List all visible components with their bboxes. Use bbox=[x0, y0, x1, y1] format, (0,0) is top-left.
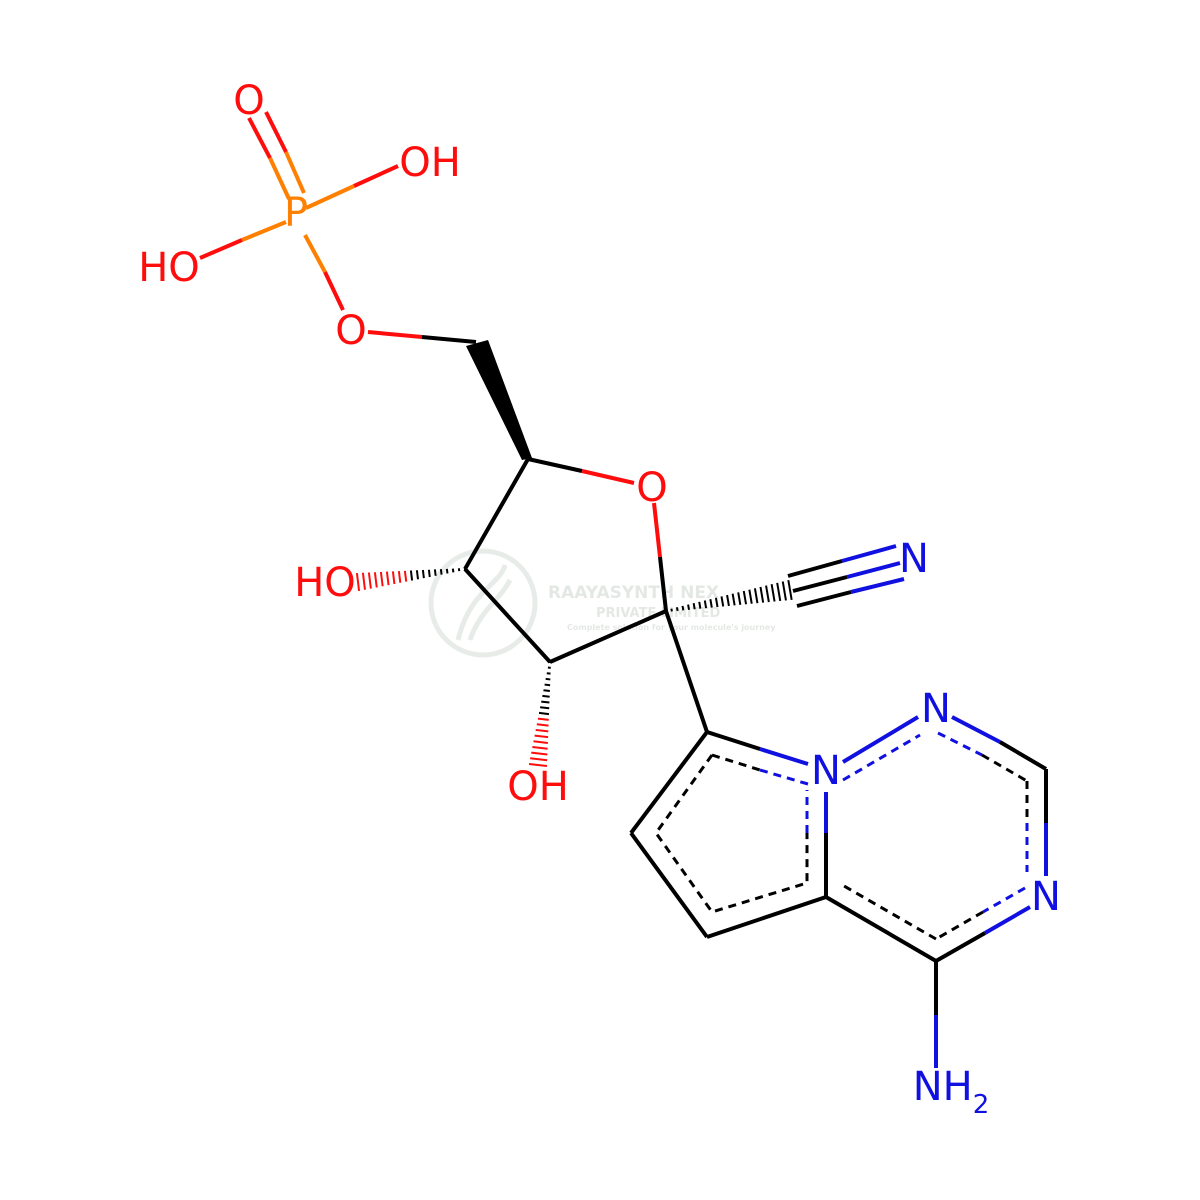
hashed-bond-c3-oh bbox=[373, 572, 378, 588]
hashed-bond-c2-oh bbox=[531, 751, 548, 756]
hashed-bond-c3-oh bbox=[427, 569, 431, 578]
hashed-bond-c1-cn bbox=[709, 598, 713, 608]
atom-labels: O OH P HO O O N HO OH N N N NH2 bbox=[138, 78, 1061, 1120]
hashed-bond-c2-oh bbox=[537, 717, 549, 721]
hashed-bond-c2-oh bbox=[545, 677, 551, 681]
hashed-bond-c1-cn bbox=[742, 590, 748, 605]
triazine-n1-label: N bbox=[921, 686, 951, 732]
hashed-bond-c2-oh bbox=[541, 700, 550, 704]
hashed-bond-c2-oh bbox=[542, 694, 550, 698]
hashed-bond-c3-oh bbox=[433, 569, 437, 576]
amine-nh: NH bbox=[913, 1064, 973, 1110]
amine-label: NH2 bbox=[913, 1064, 990, 1120]
hashed-bond-c2-oh bbox=[544, 683, 551, 687]
hashed-bond-c3-oh bbox=[355, 572, 361, 592]
hashed-bond-c1-cn bbox=[759, 586, 765, 603]
hashed-bond-c1-cn bbox=[753, 588, 759, 604]
hashed-bond-c2-oh bbox=[534, 734, 549, 739]
hashed-bond-c1-cn bbox=[726, 594, 730, 607]
hashed-bond-c3-oh bbox=[445, 568, 449, 574]
phosphate-bonds bbox=[199, 111, 477, 344]
hashed-bond-c1-cn bbox=[703, 600, 708, 609]
nitrile-nitrogen-label: N bbox=[899, 536, 929, 582]
hashed-bond-c1-cn bbox=[692, 603, 696, 610]
hashed-bond-c3-oh bbox=[361, 572, 366, 590]
hashed-bond-c3-oh bbox=[367, 572, 372, 589]
hashed-bond-c3-oh bbox=[397, 570, 402, 583]
hashed-bond-c1-cn bbox=[714, 597, 719, 608]
hashed-bond-c1-cn bbox=[687, 604, 690, 610]
phosphorus-label: P bbox=[284, 190, 308, 236]
hashed-bond-c1-cn bbox=[737, 592, 742, 605]
hashed-bond-c1-cn bbox=[720, 596, 725, 607]
triazine-n3-label: N bbox=[1031, 874, 1061, 920]
hashed-bond-c2-oh bbox=[540, 706, 550, 710]
hashed-bond-c1-cn bbox=[781, 581, 787, 601]
hashed-bond-c1-cn bbox=[698, 601, 702, 609]
ester-oxygen-label: O bbox=[335, 308, 366, 354]
hashed-bond-c1-cn bbox=[748, 589, 753, 604]
wedge-bond bbox=[466, 340, 532, 460]
watermark-line1: RAAYASYNTH NEX bbox=[548, 583, 719, 603]
hashed-bond-c3-oh bbox=[415, 570, 419, 580]
hashed-bond-c2-oh bbox=[543, 689, 550, 692]
pyrrole-nitrogen-label: N bbox=[811, 748, 841, 794]
hashed-bonds bbox=[355, 567, 793, 768]
hashed-bond-c1-cn bbox=[776, 582, 782, 602]
phosphate-oh-left-label: HO bbox=[138, 245, 200, 291]
ring-oxygen-label: O bbox=[636, 465, 667, 511]
hashed-bond-c3-oh bbox=[439, 569, 443, 575]
hashed-bond-c2-oh bbox=[530, 757, 548, 762]
phosphate-oh-right-label: OH bbox=[399, 140, 461, 186]
nitrile-bond bbox=[787, 544, 905, 608]
hydroxyl-2-label: OH bbox=[507, 764, 569, 810]
hashed-bond-c3-oh bbox=[391, 571, 396, 585]
hashed-bond-c3-oh bbox=[409, 570, 414, 581]
hashed-bond-c3-oh bbox=[403, 570, 408, 582]
hashed-bond-c1-cn bbox=[787, 579, 793, 601]
hashed-bond-c3-oh bbox=[379, 571, 384, 587]
watermark-leaf bbox=[455, 564, 513, 641]
ribose-ring bbox=[463, 340, 709, 733]
pyrrolotriazine-ring bbox=[629, 715, 1048, 1068]
hashed-bond-c2-oh bbox=[532, 745, 548, 750]
amine-subscript: 2 bbox=[973, 1090, 990, 1120]
hashed-bond-c1-cn bbox=[681, 605, 685, 611]
phosphate-oxo-label: O bbox=[233, 78, 264, 124]
hashed-bond-c2-oh bbox=[536, 723, 549, 727]
hashed-bond-c2-oh bbox=[533, 740, 548, 744]
dna-leaf-icon bbox=[428, 548, 538, 658]
hashed-bond-c2-oh bbox=[538, 711, 550, 716]
hashed-bond-c3-oh bbox=[385, 571, 390, 586]
hashed-bond-c2-oh bbox=[528, 762, 548, 768]
hashed-bond-c1-cn bbox=[731, 593, 736, 606]
hashed-bond-c3-oh bbox=[421, 569, 425, 579]
hydroxyl-3-label: HO bbox=[294, 560, 356, 606]
hashed-bond-c1-cn bbox=[765, 585, 770, 603]
hashed-bond-c2-oh bbox=[535, 728, 549, 733]
hashed-bond-c1-cn bbox=[675, 607, 679, 612]
hashed-bond-c1-cn bbox=[770, 584, 776, 602]
